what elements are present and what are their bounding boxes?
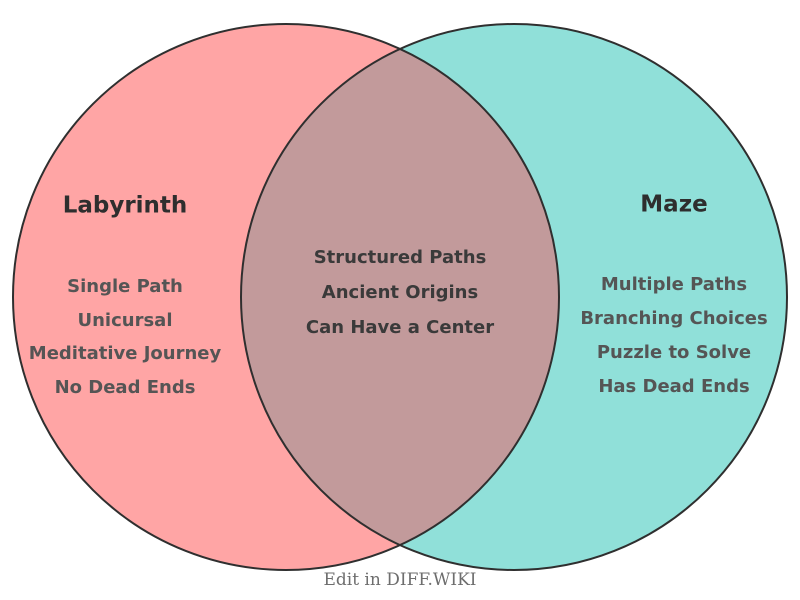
intersection-item: Structured Paths — [313, 247, 487, 268]
left-set-item: Single Path — [67, 276, 183, 297]
right-set-title: Maze — [640, 191, 708, 218]
intersection-lens-fill — [240, 48, 560, 546]
left-circle-outline — [12, 23, 560, 571]
left-set-item: Unicursal — [77, 310, 173, 331]
left-set-item: No Dead Ends — [54, 377, 196, 398]
right-set-item: Has Dead Ends — [598, 376, 750, 397]
intersection-item: Ancient Origins — [321, 282, 479, 303]
left-set-item: Meditative Journey — [28, 343, 222, 364]
right-circle-outline — [240, 23, 788, 571]
right-set-item: Branching Choices — [580, 308, 768, 329]
edit-in-diffwiki-link[interactable]: Edit in DIFF.WIKI — [323, 570, 477, 590]
right-set-item: Multiple Paths — [600, 274, 748, 295]
right-set-item: Puzzle to Solve — [596, 342, 752, 363]
left-set-title: Labyrinth — [62, 192, 188, 219]
intersection-item: Can Have a Center — [305, 317, 495, 338]
